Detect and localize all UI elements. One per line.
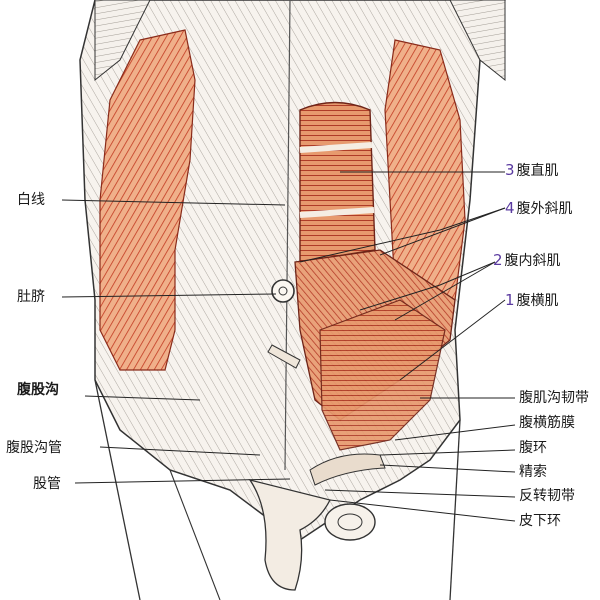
- label-transversus-text: 腹横肌: [516, 293, 559, 309]
- left-external-oblique: [99, 29, 196, 371]
- label-transversus-number: 1: [505, 291, 515, 309]
- label-external-oblique-text: 腹外斜肌: [516, 201, 573, 217]
- navel-center: [278, 286, 288, 296]
- pubic-region: [248, 478, 331, 591]
- label-inguinal-groove: 腹股沟: [17, 382, 59, 398]
- spermatic-cord-shape: [309, 453, 386, 486]
- label-inguinal-ligament: 腹肌沟韧带: [519, 390, 589, 406]
- label-reflected-ligament: 反转韧带: [519, 488, 575, 504]
- label-internal-oblique-text: 腹内斜肌: [504, 253, 561, 269]
- label-transversalis-fascia: 腹横筋膜: [519, 415, 575, 431]
- label-superficial-ring: 皮下环: [519, 513, 561, 529]
- cord-fragment: [267, 344, 301, 369]
- label-inguinal-canal: 腹股沟管: [6, 440, 62, 456]
- pubic-lobe-inner: [337, 513, 363, 531]
- label-spermatic-cord: 精索: [519, 464, 547, 480]
- left-thigh-inner: [169, 469, 221, 600]
- label-external-oblique-number: 4: [505, 199, 515, 217]
- rectus-tendinous-intersection: [299, 207, 375, 218]
- transversus-abdominis: [319, 299, 446, 451]
- navel-shape: [271, 279, 295, 303]
- leader-lines: [61, 171, 516, 522]
- label-internal-oblique-number: 2: [493, 251, 503, 269]
- label-deep-ring: 腹环: [519, 440, 547, 456]
- label-navel: 肚脐: [17, 289, 45, 305]
- label-rectus-number: 3: [505, 161, 515, 179]
- right-serratus: [449, 0, 506, 82]
- left-thigh: [94, 379, 141, 600]
- label-rectus-text: 腹直肌: [516, 163, 559, 179]
- left-serratus: [94, 0, 151, 82]
- label-femoral-canal: 股管: [33, 476, 61, 492]
- label-linea-alba: 白线: [17, 192, 45, 208]
- rectus-tendinous-intersection: [299, 142, 373, 153]
- right-pubic-lobe: [324, 503, 376, 541]
- right-thigh: [449, 419, 461, 600]
- linea-alba-line: [284, 0, 291, 471]
- rectus-abdominis: [299, 101, 376, 263]
